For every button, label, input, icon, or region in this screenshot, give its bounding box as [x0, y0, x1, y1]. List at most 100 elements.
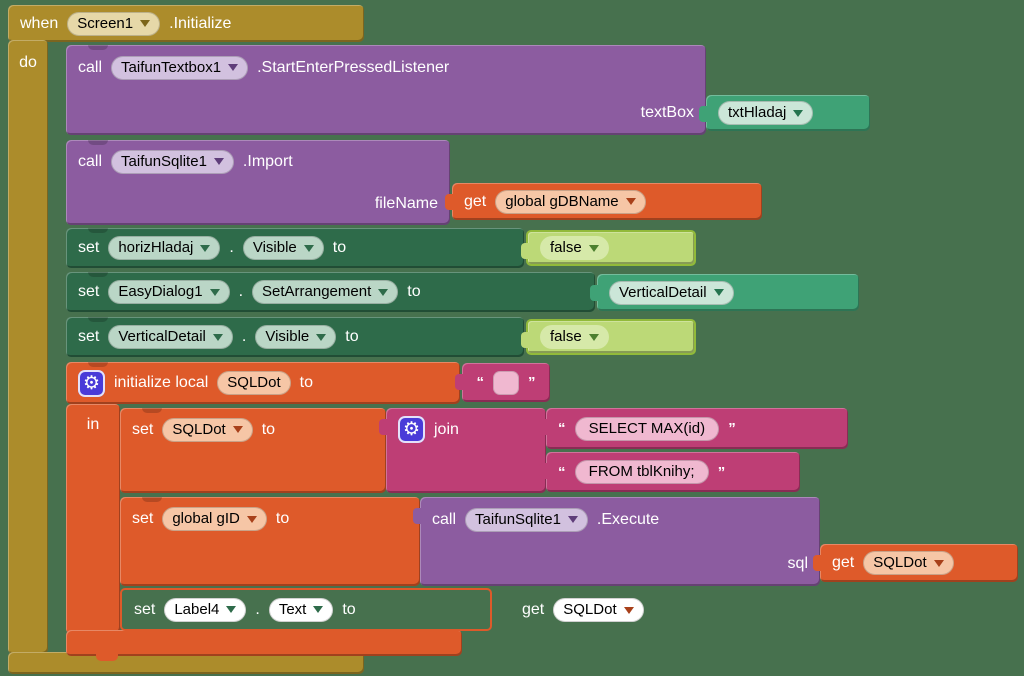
call-keyword: call [78, 152, 103, 170]
close-quote: ” [717, 463, 726, 481]
string-from-tblknihy-block[interactable]: “ FROM tblKnihy; ” [539, 452, 800, 492]
when-block-left-wall[interactable]: do [8, 40, 48, 654]
component-dropdown[interactable]: horizHladaj [108, 236, 221, 260]
chevron-down-icon [588, 244, 599, 252]
param-label: sql [787, 555, 808, 572]
call-execute-block[interactable]: call TaifunSqlite1 .Execute sql [413, 497, 820, 586]
chevron-down-icon [933, 559, 944, 567]
verticaldetail-component-block[interactable]: VerticalDetail [590, 274, 859, 311]
set-global-gid-block[interactable]: set global gID to [120, 497, 420, 586]
initialize-local-left-wall[interactable]: in [66, 404, 120, 634]
string-text-field[interactable]: SELECT MAX(id) [574, 416, 720, 441]
method-name: .StartEnterPressedListener [257, 58, 450, 76]
set-verticaldetail-visible-block[interactable]: set VerticalDetail . Visible to [66, 317, 524, 357]
chevron-down-icon [316, 333, 327, 341]
mutator-gear-icon[interactable]: ⚙ [78, 369, 105, 397]
get-keyword: get [832, 554, 855, 571]
component-dropdown[interactable]: EasyDialog1 [108, 280, 230, 304]
call-startenterpressedlistener-block[interactable]: call TaifunTextbox1 .StartEnterPressedLi… [66, 45, 706, 135]
component-dropdown[interactable]: TaifunSqlite1 [111, 149, 234, 174]
chevron-down-icon [303, 244, 314, 252]
property-dropdown[interactable]: Text [268, 597, 334, 622]
component-dropdown[interactable]: Label4 [164, 597, 247, 622]
dot-separator: . [229, 239, 234, 256]
initialize-local-bottom-wall[interactable] [66, 630, 462, 656]
chevron-down-icon [226, 606, 237, 613]
variable-dropdown[interactable]: SQLDot [863, 551, 954, 575]
empty-string-block[interactable]: “ ” [455, 363, 550, 402]
string-text-field[interactable]: FROM tblKnihy; [574, 460, 709, 484]
txthladaj-component-block[interactable]: txtHladaj [699, 95, 870, 131]
get-sqldot-block[interactable]: get SQLDot [510, 590, 702, 630]
property-dropdown[interactable]: Visible [242, 236, 324, 260]
component-dropdown[interactable]: TaifunTextbox1 [111, 55, 249, 80]
component-dropdown[interactable]: VerticalDetail [609, 280, 734, 305]
mutator-gear-icon[interactable]: ⚙ [398, 416, 425, 443]
set-keyword: set [78, 283, 100, 300]
chevron-down-icon [209, 288, 220, 296]
variable-dropdown[interactable]: global gID [162, 507, 267, 531]
set-keyword: set [132, 510, 154, 527]
chevron-down-icon [200, 244, 211, 252]
param-label: fileName [374, 195, 438, 212]
property-dropdown[interactable]: SetArrangement [252, 280, 399, 304]
to-keyword: to [407, 283, 421, 300]
component-dropdown[interactable]: txtHladaj [718, 101, 814, 125]
call-keyword: call [432, 510, 457, 528]
call-import-block[interactable]: call TaifunSqlite1 .Import fileName [66, 140, 450, 225]
do-keyword: do [19, 54, 37, 71]
to-keyword: to [345, 328, 359, 345]
set-keyword: set [78, 239, 100, 256]
to-keyword: to [299, 374, 313, 391]
chevron-down-icon [793, 109, 804, 117]
chevron-down-icon [567, 516, 578, 523]
property-dropdown[interactable]: Visible [255, 325, 337, 349]
top-notch [88, 45, 108, 50]
top-notch [142, 408, 162, 413]
set-horizhladaj-visible-block[interactable]: set horizHladaj . Visible to [66, 228, 524, 268]
string-text-field[interactable] [493, 370, 519, 395]
get-gdbname-block[interactable]: get global gDBName [445, 183, 762, 220]
set-sqldot-block[interactable]: set SQLDot to [120, 408, 386, 493]
when-screen1-initialize-block[interactable]: when Screen1 .Initialize [8, 5, 364, 42]
logic-dropdown[interactable]: false [540, 236, 609, 260]
set-label4-text-block[interactable]: set Label4 . Text to [120, 588, 492, 631]
string-select-max-block[interactable]: “ SELECT MAX(id) ” [539, 408, 848, 449]
chevron-down-icon [212, 333, 223, 341]
initialize-local-label: initialize local [114, 374, 209, 391]
logic-dropdown[interactable]: false [540, 325, 609, 349]
join-block[interactable]: ⚙ join [379, 408, 546, 493]
chevron-down-icon [140, 20, 151, 27]
variable-dropdown[interactable]: SQLDot [162, 417, 253, 442]
component-dropdown[interactable]: TaifunSqlite1 [465, 507, 588, 532]
chevron-down-icon [228, 64, 239, 71]
close-quote: ” [728, 420, 736, 437]
chevron-down-icon [213, 158, 224, 165]
screen-dropdown[interactable]: Screen1 [67, 11, 161, 36]
local-variable-name-field[interactable]: SQLDot [217, 371, 291, 395]
top-notch [88, 362, 108, 367]
chevron-down-icon [378, 288, 389, 296]
to-keyword: to [332, 239, 347, 256]
get-keyword: get [464, 192, 487, 210]
top-notch [88, 228, 108, 233]
initialize-local-block[interactable]: ⚙ initialize local SQLDot to [66, 362, 460, 404]
get-sqldot-block[interactable]: get SQLDot [813, 544, 1018, 582]
set-easydialog-setarrangement-block[interactable]: set EasyDialog1 . SetArrangement to [66, 272, 595, 312]
in-keyword: in [86, 416, 100, 433]
dot-separator: . [255, 600, 260, 618]
false-logic-block[interactable]: false [521, 319, 696, 355]
call-keyword: call [78, 58, 103, 76]
variable-dropdown[interactable]: global gDBName [495, 189, 646, 214]
variable-dropdown[interactable]: SQLDot [553, 598, 644, 622]
chevron-down-icon [232, 426, 243, 433]
open-quote: “ [558, 420, 566, 437]
to-keyword: to [261, 420, 276, 438]
join-keyword: join [434, 420, 459, 438]
component-dropdown[interactable]: VerticalDetail [108, 325, 233, 349]
event-name: .Initialize [169, 14, 232, 32]
false-logic-block[interactable]: false [521, 230, 696, 266]
chevron-down-icon [588, 333, 599, 341]
param-label: textBox [640, 103, 694, 121]
